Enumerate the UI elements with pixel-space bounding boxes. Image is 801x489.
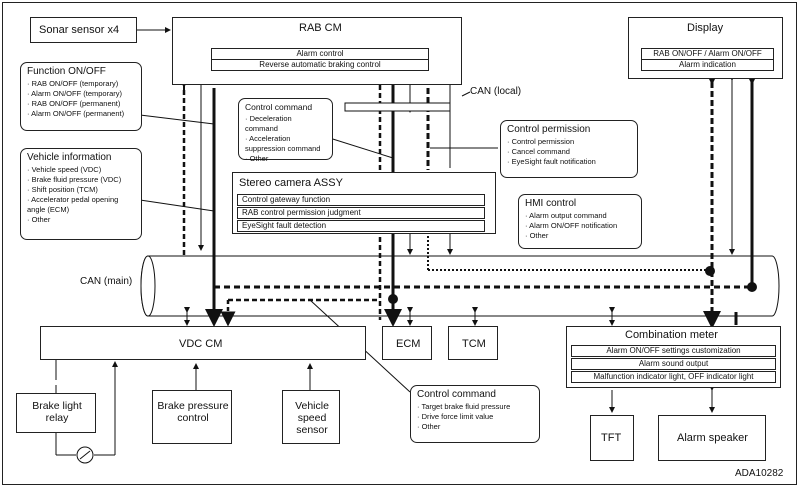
stereo-row-gateway: Control gateway function <box>237 194 485 206</box>
function-onoff-item: Alarm ON/OFF (permanent) <box>27 109 135 119</box>
vehicle-info-item: Shift position (TCM) <box>27 185 135 195</box>
function-onoff-callout: Function ON/OFF RAB ON/OFF (temporary) A… <box>20 62 142 131</box>
sonar-sensor-label: Sonar sensor x4 <box>39 24 120 36</box>
stereo-row-judgment: RAB control permission judgment <box>237 207 485 219</box>
vehicle-speed-sensor-title: Vehicle speed sensor <box>295 400 329 436</box>
vehicle-info-item: Accelerator pedal opening angle (ECM) <box>27 195 135 215</box>
ecm-box: ECM <box>382 326 432 360</box>
can-local-pipe <box>344 102 451 112</box>
rab-cm-box: RAB CM Alarm control Reverse automatic b… <box>172 17 462 85</box>
hmi-control-item: Alarm output command <box>525 211 635 221</box>
control-permission-item: EyeSight fault notification <box>507 157 631 167</box>
brake-light-relay-box: Brake light relay <box>16 393 96 433</box>
meter-row-indicator: Malfunction indicator light, OFF indicat… <box>571 371 776 383</box>
stereo-camera-title: Stereo camera ASSY <box>239 177 343 189</box>
vdc-cm-title: VDC CM <box>179 338 223 350</box>
meter-row-alarm-sound: Alarm sound output <box>571 358 776 370</box>
control-command-2-title: Control command <box>417 389 496 400</box>
can-main-tube-end <box>140 255 156 317</box>
figure-id: ADA10282 <box>735 468 784 479</box>
control-command-2-item: Other <box>417 422 533 432</box>
control-command-2-item: Drive force limit value <box>417 412 533 422</box>
function-onoff-title: Function ON/OFF <box>27 66 106 77</box>
tft-title: TFT <box>601 432 622 444</box>
vehicle-info-item: Vehicle speed (VDC) <box>27 165 135 175</box>
combination-meter-box: Combination meter Alarm ON/OFF settings … <box>566 326 781 388</box>
rab-cm-row-reverse: Reverse automatic braking control <box>211 59 429 71</box>
vehicle-speed-sensor-box: Vehicle speed sensor <box>282 390 340 444</box>
function-onoff-item: Alarm ON/OFF (temporary) <box>27 89 135 99</box>
alarm-speaker-title: Alarm speaker <box>677 432 748 444</box>
tcm-box: TCM <box>448 326 498 360</box>
rab-cm-title: RAB CM <box>299 22 342 34</box>
hmi-control-title: HMI control <box>525 198 577 209</box>
vehicle-info-title: Vehicle information <box>27 152 112 163</box>
tcm-title: TCM <box>462 338 486 350</box>
function-onoff-item: RAB ON/OFF (permanent) <box>27 99 135 109</box>
brake-light-relay-title: Brake light relay <box>32 400 82 424</box>
vdc-cm-box: VDC CM <box>40 326 366 360</box>
vehicle-info-callout: Vehicle information Vehicle speed (VDC) … <box>20 148 142 240</box>
control-permission-title: Control permission <box>507 124 591 135</box>
control-permission-item: Cancel command <box>507 147 631 157</box>
control-command-item: Other <box>245 154 326 164</box>
combination-meter-title: Combination meter <box>625 329 718 341</box>
ecm-title: ECM <box>396 338 421 350</box>
hmi-control-item: Alarm ON/OFF notification <box>525 221 635 231</box>
hmi-control-callout: HMI control Alarm output command Alarm O… <box>518 194 642 249</box>
control-command-2-item: Target brake fluid pressure <box>417 402 533 412</box>
sonar-sensor-box: Sonar sensor x4 <box>30 17 137 43</box>
control-permission-callout: Control permission Control permission Ca… <box>500 120 638 178</box>
display-title: Display <box>687 22 724 34</box>
control-command-item: Deceleration command <box>245 114 326 134</box>
control-command-title: Control command <box>245 102 313 112</box>
control-command-item: Acceleration suppression command <box>245 134 326 154</box>
tft-box: TFT <box>590 415 634 461</box>
can-main-label: CAN (main) <box>80 276 133 287</box>
brake-pressure-box: Brake pressure control <box>152 390 232 444</box>
stereo-camera-box: Stereo camera ASSY Control gateway funct… <box>232 172 496 234</box>
display-box: Display RAB ON/OFF / Alarm ON/OFF Alarm … <box>628 17 783 79</box>
control-command-callout-1: Control command Deceleration command Acc… <box>238 98 333 163</box>
alarm-speaker-box: Alarm speaker <box>658 415 766 461</box>
control-command-callout-2: Control command Target brake fluid press… <box>410 385 540 443</box>
function-onoff-item: RAB ON/OFF (temporary) <box>27 79 135 89</box>
vehicle-info-item: Other <box>27 215 135 225</box>
display-row-alarm: Alarm indication <box>641 59 774 71</box>
brake-pressure-title: Brake pressure control <box>157 400 229 424</box>
hmi-control-item: Other <box>525 231 635 241</box>
control-permission-item: Control permission <box>507 137 631 147</box>
meter-row-customization: Alarm ON/OFF settings customization <box>571 345 776 357</box>
vehicle-info-item: Brake fluid pressure (VDC) <box>27 175 135 185</box>
stereo-row-fault: EyeSight fault detection <box>237 220 485 232</box>
can-local-label: CAN (local) <box>470 86 522 97</box>
